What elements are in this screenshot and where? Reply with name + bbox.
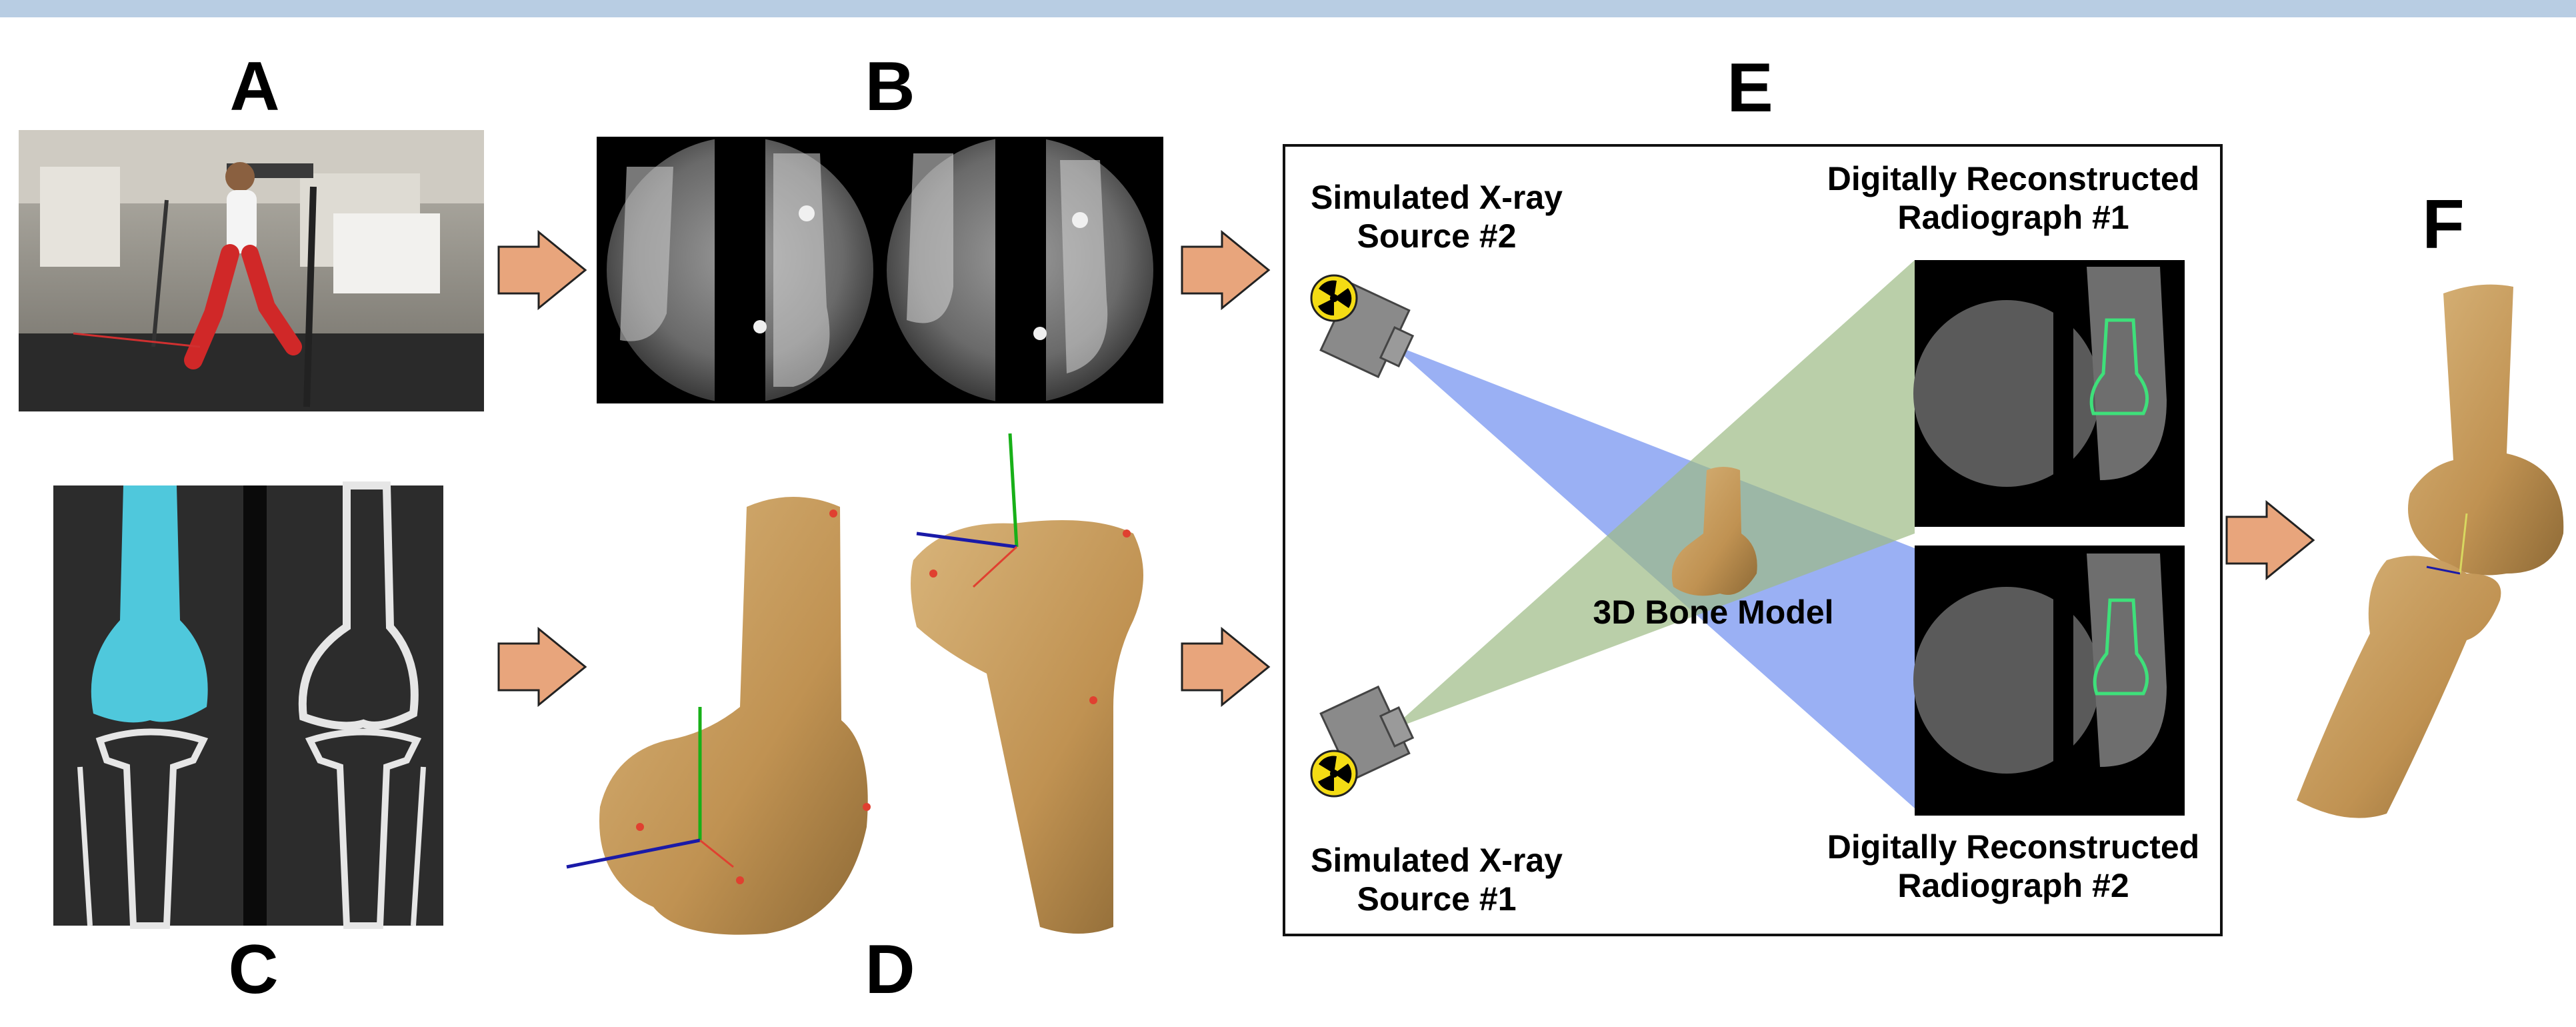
radiation-icon bbox=[1311, 275, 1357, 321]
label-3d-bone-model: 3D Bone Model bbox=[1573, 594, 1853, 632]
label-line: Radiograph #1 bbox=[1810, 199, 2217, 237]
label-line: Source #2 bbox=[1287, 217, 1587, 256]
label-line: Simulated X-ray bbox=[1287, 842, 1587, 880]
drr-image-2 bbox=[1913, 546, 2185, 816]
label-drr-1: Digitally Reconstructed Radiograph #1 bbox=[1810, 160, 2217, 237]
arrow-a-to-b bbox=[499, 232, 585, 308]
label-drr-2: Digitally Reconstructed Radiograph #2 bbox=[1810, 828, 2217, 905]
label-line: Digitally Reconstructed bbox=[1810, 160, 2217, 199]
radiation-icon bbox=[1311, 751, 1357, 796]
arrow-e-to-f bbox=[2227, 502, 2313, 578]
panel-c-ct-scan bbox=[53, 485, 443, 926]
panel-a-treadmill-photo bbox=[19, 130, 484, 411]
label-line: Digitally Reconstructed bbox=[1810, 828, 2217, 867]
label-line: Radiograph #2 bbox=[1810, 867, 2217, 906]
panel-b-fluoroscopy-images bbox=[597, 137, 1163, 403]
arrow-d-to-e bbox=[1182, 629, 1269, 705]
label-xray-source-2: Simulated X-ray Source #2 bbox=[1287, 179, 1587, 255]
label-line: Simulated X-ray bbox=[1287, 179, 1587, 217]
panel-d-tibia-model bbox=[911, 433, 1143, 934]
drr-image-1 bbox=[1913, 260, 2185, 527]
panel-f-knee-model bbox=[2297, 285, 2563, 818]
arrow-c-to-d bbox=[499, 629, 585, 705]
panel-d-femur-model bbox=[567, 497, 871, 935]
arrow-b-to-e bbox=[1182, 232, 1269, 308]
label-xray-source-1: Simulated X-ray Source #1 bbox=[1287, 842, 1587, 918]
label-line: Source #1 bbox=[1287, 880, 1587, 919]
